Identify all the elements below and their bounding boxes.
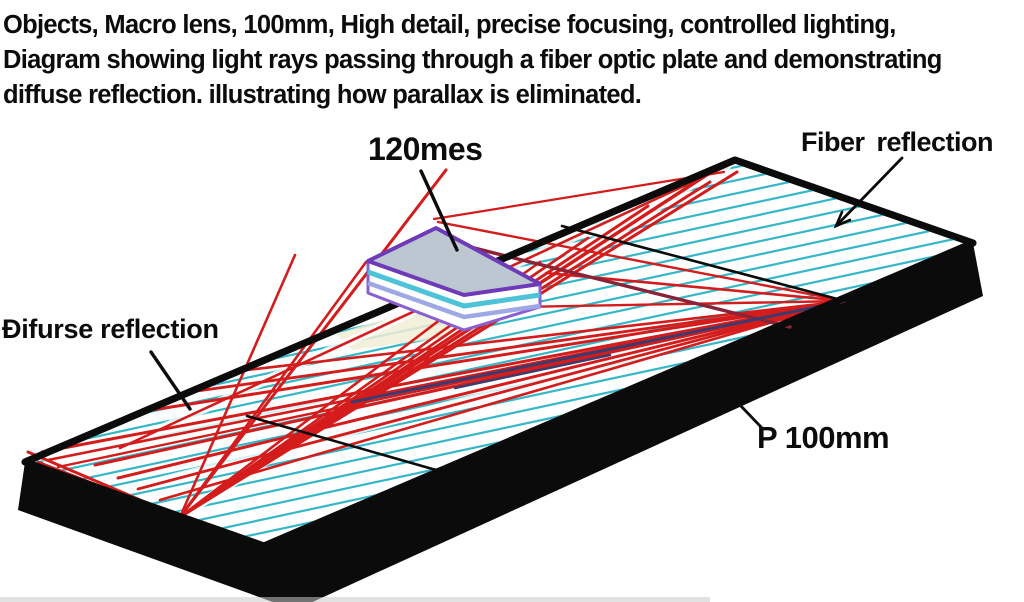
light-rays	[26, 161, 847, 519]
prompt-line-2: Diagram showing light rays passing throu…	[3, 46, 942, 74]
ray-line	[93, 299, 847, 467]
diffuse-reflection-label: Đifurse reflection	[2, 314, 219, 344]
ray-line	[150, 299, 847, 412]
lens-top-face	[366, 226, 542, 297]
lens-label: 120mes	[368, 131, 483, 167]
ray-line	[158, 299, 847, 502]
ray-line	[40, 299, 847, 454]
prompt-text: Objects, Macro lens, 100mm, High detail,…	[3, 8, 1023, 113]
diagonal-line-right	[560, 224, 847, 303]
ray-line	[432, 170, 726, 221]
diffuse-leader-line	[149, 350, 192, 411]
fiber-reflection-label: Fiber reflection	[801, 127, 994, 157]
lens-stripe-blue	[367, 280, 541, 320]
lens-stripe-cyan	[367, 269, 541, 309]
black-diagonal-lines	[245, 224, 847, 472]
plate-dimension-label: P 100mm	[757, 420, 890, 455]
ray-line	[245, 299, 847, 372]
ray-line	[350, 299, 847, 404]
diagonal-line-left	[245, 414, 438, 472]
annotation-lines	[149, 156, 904, 430]
fiber-reflection-arrow	[833, 156, 904, 229]
floating-lens-plate	[366, 226, 542, 332]
ray-line	[468, 245, 792, 329]
ray-line	[136, 299, 847, 491]
ray-line	[436, 220, 847, 303]
ray-line	[178, 180, 712, 519]
ray-line	[453, 353, 612, 390]
prompt-line-1: Objects, Macro lens, 100mm, High detail,…	[3, 11, 896, 39]
prompt-line-3: diffuse reflection. illustrating how par…	[3, 81, 642, 109]
lens-leader-line	[419, 169, 459, 252]
plate-dimension-arrow	[711, 375, 764, 430]
ray-line	[178, 168, 448, 519]
ray-line	[116, 299, 847, 480]
ray-line	[195, 299, 847, 393]
bottom-gray-strip	[0, 597, 710, 602]
